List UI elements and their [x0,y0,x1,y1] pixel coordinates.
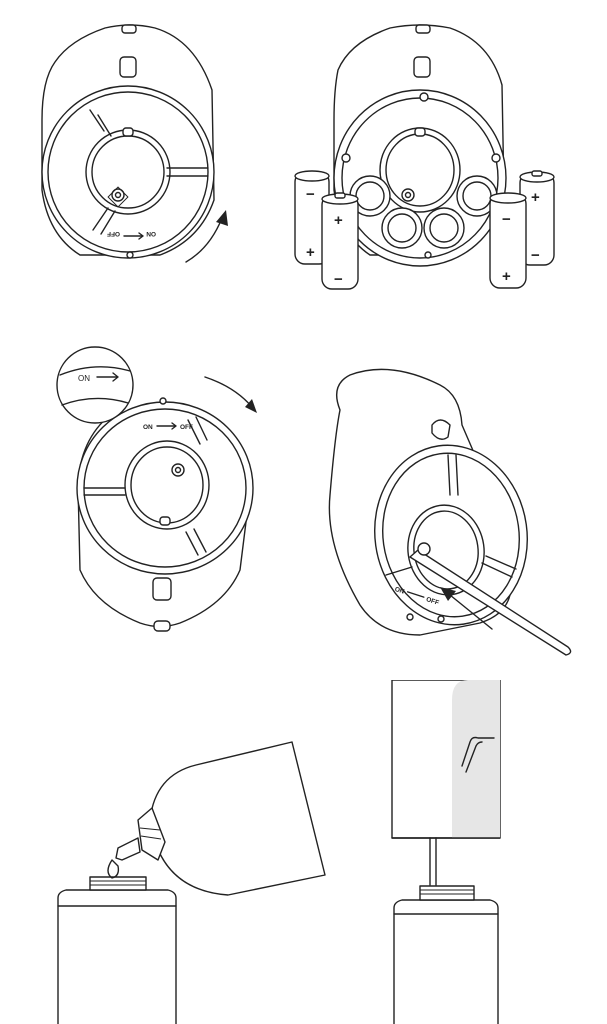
panel-row-1: ON OFF [0,0,607,305]
step-2-battery-compartment: − + + − + − [294,24,555,290]
panel-row-3 [0,680,607,1024]
step-4-off-label: OFF [425,596,440,607]
svg-text:+: + [306,244,315,261]
step-1-on-label: ON [146,230,156,237]
step-4-on-label: ON [394,586,406,596]
svg-text:+: + [531,189,540,206]
step-6-reassemble [391,680,501,1024]
battery-a: − + [294,170,330,265]
svg-text:−: − [531,247,540,264]
svg-text:+: + [334,212,343,229]
switch-inset: ON [56,346,134,424]
svg-text:+: + [502,268,511,285]
battery-d: − + [489,192,527,289]
step-3-off-label: OFF [180,424,193,431]
step-1-dispenser-back: ON OFF [41,24,228,263]
panel-2-svg: ON OFF ON [0,305,607,680]
step-5-refill [57,741,326,1024]
battery-c: + − [519,170,555,266]
inset-on-label: ON [78,374,90,383]
battery-b: + − [321,192,359,290]
bottle-body-2 [393,899,499,1024]
step-4-dispenser-side: ON OFF [328,368,572,656]
step-3-on-label: ON [143,424,153,431]
panel-1-svg: ON OFF [0,0,607,305]
step-3-dispenser-front: ON OFF ON [56,346,257,632]
panel-3-svg [0,680,607,1024]
bottle-body [57,889,177,1024]
svg-text:−: − [306,186,315,203]
svg-text:−: − [334,271,343,288]
step-1-off-label: OFF [107,230,120,237]
press-pin [409,549,572,656]
panel-row-2: ON OFF ON [0,305,607,680]
svg-text:−: − [502,211,511,228]
